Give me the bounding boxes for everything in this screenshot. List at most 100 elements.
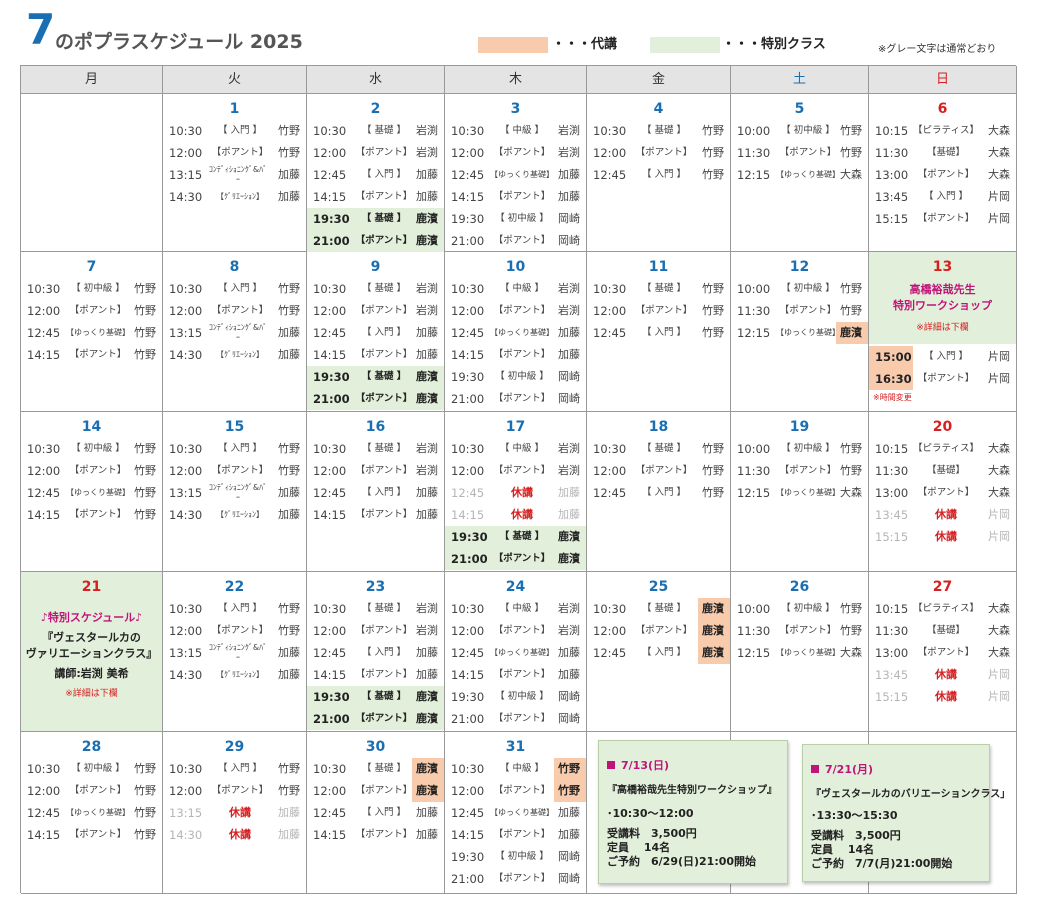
class-name: 【ポアント】: [493, 829, 551, 840]
page-title: のポプラスケジュール 2025: [55, 31, 303, 53]
class-time: 12:00: [27, 464, 61, 478]
class-time: 10:30: [593, 602, 627, 616]
class-row: 14:15【ポアント】加藤: [445, 664, 586, 686]
class-row: 10:30【 基礎 】竹野: [587, 438, 730, 460]
class-row: 10:00【 初中級 】竹野: [731, 598, 868, 620]
class-name: 【 基礎 】: [361, 691, 407, 702]
class-time: 14:15: [451, 190, 485, 204]
weekday-header: 金: [587, 66, 731, 94]
class-row: 19:30【 初中級 】岡崎: [445, 686, 586, 708]
instructor-name: 竹野: [134, 442, 156, 455]
class-row: 10:15【ピラティス】大森: [869, 120, 1016, 142]
class-time: 21:00: [313, 712, 350, 726]
instructor-name: 竹野: [134, 508, 156, 521]
class-name: 【 入門 】: [361, 327, 407, 338]
instructor-name: 片岡: [988, 668, 1010, 681]
class-time: 10:30: [169, 282, 203, 296]
class-name: 【ポアント】: [779, 625, 837, 636]
class-time: 12:00: [451, 784, 485, 798]
class-name: 【ポアント】: [635, 147, 693, 158]
class-name: 休講: [511, 508, 533, 521]
class-time: 19:30: [451, 370, 485, 384]
class-time: 13:00: [875, 486, 909, 500]
day-number: 12: [789, 259, 810, 275]
day-number: 31: [505, 739, 526, 755]
class-row: 10:30【 入門 】竹野: [163, 278, 306, 300]
instructor-name: 片岡: [988, 690, 1010, 703]
instructor-name: 片岡: [988, 190, 1010, 203]
class-time: 21:00: [451, 234, 485, 248]
class-time: 10:30: [451, 124, 485, 138]
class-row: 10:30【 初中級 】竹野: [21, 438, 162, 460]
class-row: 14:30【ｸﾞﾘｴｰｼｮﾝ】加藤: [163, 504, 306, 526]
class-row: 10:30【 基礎 】竹野: [587, 120, 730, 142]
class-time: 10:30: [451, 762, 485, 776]
class-time: 11:30: [737, 624, 771, 638]
memo-variation-time: ･13:30～15:30: [811, 809, 898, 822]
class-row: 14:15【ポアント】加藤: [445, 186, 586, 208]
day-number: 27: [932, 579, 953, 595]
class-name: 【 基礎 】: [361, 283, 407, 294]
class-row: 21:00【ポアント】鹿濱: [307, 708, 444, 730]
class-time: 12:00: [313, 464, 347, 478]
class-name: 【 入門 】: [923, 351, 969, 362]
class-time: 13:15: [169, 806, 203, 820]
class-time: 10:30: [451, 442, 485, 456]
class-time: 13:45: [875, 668, 909, 682]
class-row: 12:00【ポアント】岩渕: [445, 300, 586, 322]
instructor-name: 大森: [988, 486, 1010, 499]
class-row: 19:30【 基礎 】鹿濱: [307, 366, 444, 388]
class-time: 11:30: [875, 464, 909, 478]
class-time: 12:45: [451, 486, 485, 500]
class-time: 19:30: [451, 850, 485, 864]
instructor-name: 竹野: [134, 464, 156, 477]
time-change-note: ※時間変更: [873, 393, 912, 402]
instructor-name: 岩渕: [558, 624, 580, 637]
gray-text-note: ※グレー文字は通常どおり: [878, 44, 997, 55]
instructor-name: 加藤: [558, 168, 580, 181]
class-time: 10:15: [875, 124, 909, 138]
instructor-name: 岩渕: [558, 304, 580, 317]
class-row: 10:30【 中級 】岩渕: [445, 598, 586, 620]
class-row: 12:00【ポアント】竹野: [163, 142, 306, 164]
special-note: ※詳細は下欄: [65, 689, 118, 699]
class-row: 11:30【基礎】大森: [869, 142, 1016, 164]
class-row: 12:00【ポアント】竹野: [21, 780, 162, 802]
memo-workshop-name: 『高橋裕哉先生特別ワークショップ』: [607, 785, 777, 796]
class-name: 【 入門 】: [361, 487, 407, 498]
class-time: 12:00: [593, 464, 627, 478]
instructor-name: 大森: [840, 168, 862, 181]
class-row: 11:30【ポアント】竹野: [731, 300, 868, 322]
memo-workshop-capacity: 定員 14名: [607, 841, 671, 854]
class-name: 【ポアント】: [493, 147, 551, 158]
class-time: 12:00: [313, 146, 347, 160]
instructor-name: 大森: [988, 168, 1010, 181]
class-name: 【 初中級 】: [781, 125, 835, 136]
instructor-name: 竹野: [134, 806, 156, 819]
class-time: 14:30: [169, 190, 203, 204]
special-subtitle-2: ヴァリエーションクラス』: [25, 647, 158, 660]
class-row: 14:30【ｸﾞﾘｴｰｼｮﾝ】加藤: [163, 186, 306, 208]
class-time: 10:30: [27, 442, 61, 456]
special-subtitle: 特別ワークショップ: [893, 299, 992, 312]
instructor-name: 加藤: [416, 190, 438, 203]
instructor-name: 竹野: [702, 282, 724, 295]
class-name: 【 基礎 】: [361, 371, 407, 382]
class-row: 13:00【ポアント】大森: [869, 642, 1016, 664]
instructor-name: 鹿濱: [702, 602, 724, 615]
class-name: 【ポアント】: [493, 713, 551, 724]
class-row: 10:30【 初中級 】竹野: [21, 758, 162, 780]
instructor-name: 岩渕: [558, 442, 580, 455]
class-time: 10:15: [875, 602, 909, 616]
class-time: 10:30: [313, 442, 347, 456]
class-time: 12:00: [313, 624, 347, 638]
day-number: 20: [932, 419, 953, 435]
class-name: 【ポアント】: [493, 305, 551, 316]
instructor-name: 岩渕: [416, 464, 438, 477]
